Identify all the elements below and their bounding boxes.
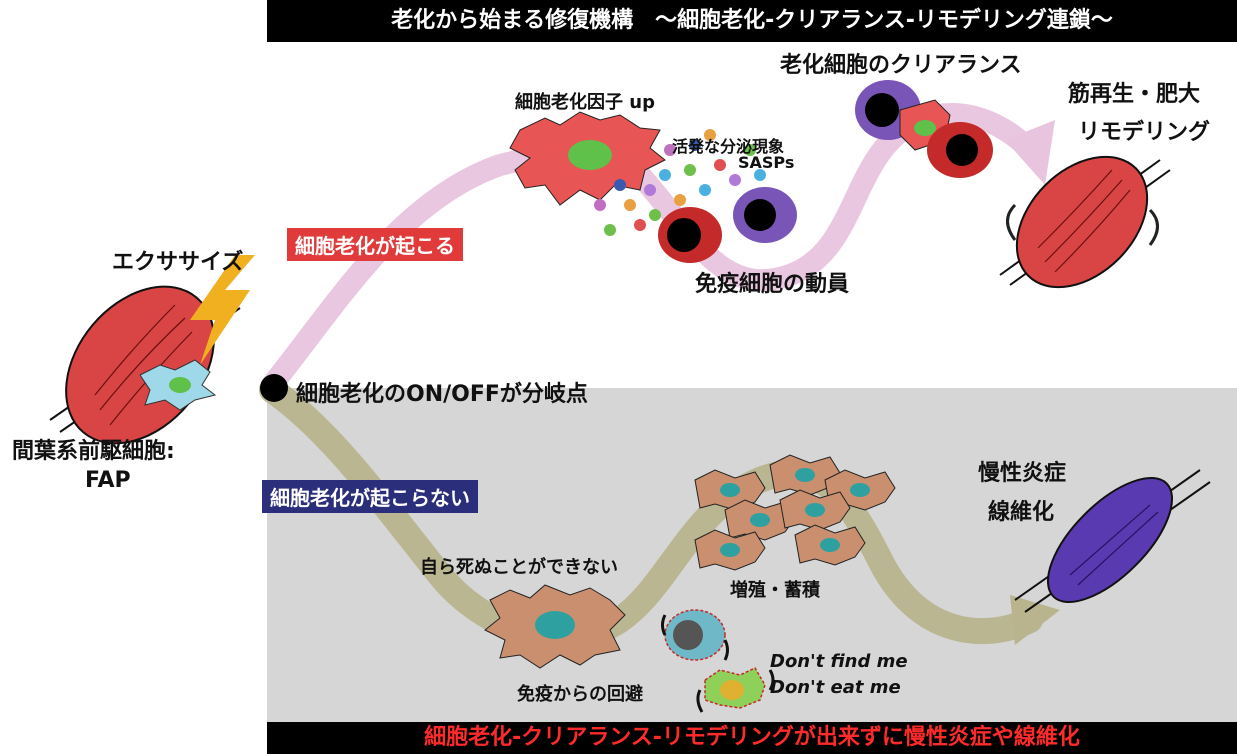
immune-cells-recruited — [658, 187, 797, 263]
branch-point-dot — [260, 374, 288, 402]
sasp-particles — [594, 129, 766, 236]
lower-arrowhead — [1010, 595, 1060, 645]
outcome-line2: 線維化 — [988, 500, 1055, 525]
immune-recruit-label: 免疫細胞の動員 — [695, 272, 850, 297]
fap-cell — [139, 359, 217, 411]
fap-label-line1: 間葉系前駆細胞: — [12, 439, 175, 464]
sasp-label-line2: SASPs — [738, 153, 795, 172]
clearance-cells — [855, 80, 993, 178]
upper-arrowhead — [1005, 120, 1055, 185]
fap-label-line2: FAP — [85, 468, 131, 493]
outcome-line1: 慢性炎症 — [978, 461, 1067, 486]
dont-find-me-label: Don't find me — [770, 651, 908, 672]
lower-pathway-arrow — [259, 377, 1043, 651]
lightning-bolt — [190, 255, 255, 365]
senescence-occurs-tag: 細胞老化が起こる — [287, 228, 463, 261]
proliferation-label: 増殖・蓄積 — [730, 580, 820, 601]
branch-point-label: 細胞老化のON/OFFが分岐点 — [296, 382, 588, 407]
title-banner: 老化から始まる修復機構 〜細胞老化-クリアランス-リモデリング連鎖〜 — [267, 0, 1237, 42]
exercise-label: エクササイズ — [112, 250, 244, 275]
conclusion-banner: 細胞老化-クリアランス-リモデリングが出来ずに慢性炎症や線維化 — [267, 722, 1237, 754]
senescence-absent-tag: 細胞老化が起こらない — [262, 480, 478, 513]
proliferated-cells — [694, 454, 896, 571]
senescence-factor-label: 細胞老化因子 up — [515, 92, 655, 113]
regenerated-muscle — [999, 155, 1171, 289]
senescent-cell-upper — [509, 111, 666, 206]
regeneration-line1: 筋再生・肥大 — [1068, 82, 1201, 107]
immune-evasion-label: 免疫からの回避 — [517, 684, 643, 705]
dont-eat-me-label: Don't eat me — [770, 677, 901, 698]
non-senescent-cell — [484, 584, 626, 669]
fibrotic-muscle — [1014, 469, 1211, 613]
evading-immune-cells — [661, 609, 775, 713]
regeneration-line2: リモデリング — [1078, 120, 1211, 145]
cannot-die-label: 自ら死ぬことができない — [420, 557, 618, 578]
clearance-label: 老化細胞のクリアランス — [780, 53, 1022, 78]
sasp-label-line1: 活発な分泌現象 — [672, 137, 785, 156]
